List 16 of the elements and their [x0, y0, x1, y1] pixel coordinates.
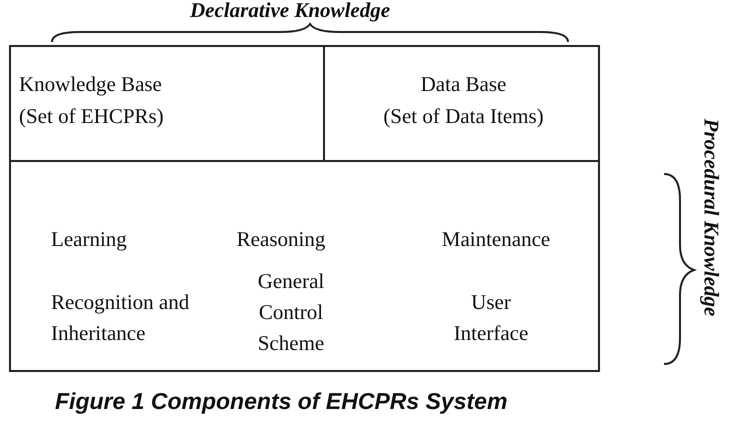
- brace-label: Procedural Knowledge: [698, 118, 724, 316]
- component-label: Maintenance: [440, 226, 552, 253]
- box-subtitle: (Set of Data Items): [382, 103, 545, 130]
- component-label: User Interface: [452, 289, 530, 347]
- component-panel: [9, 160, 600, 372]
- figure-caption: Figure 1 Components of EHCPRs System: [55, 388, 508, 415]
- box-title: Data Base: [420, 71, 508, 98]
- component-label: Learning: [51, 226, 128, 253]
- brace-label: Declarative Knowledge: [190, 0, 390, 23]
- store-box: [9, 45, 325, 162]
- box-subtitle: (Set of EHCPRs): [19, 103, 165, 130]
- box-title: Knowledge Base: [19, 71, 163, 98]
- component-label: General Control Scheme: [256, 268, 326, 357]
- component-label: Reasoning: [236, 226, 326, 253]
- component-label: Recognition and Inheritance: [51, 289, 190, 347]
- store-box: [323, 45, 600, 162]
